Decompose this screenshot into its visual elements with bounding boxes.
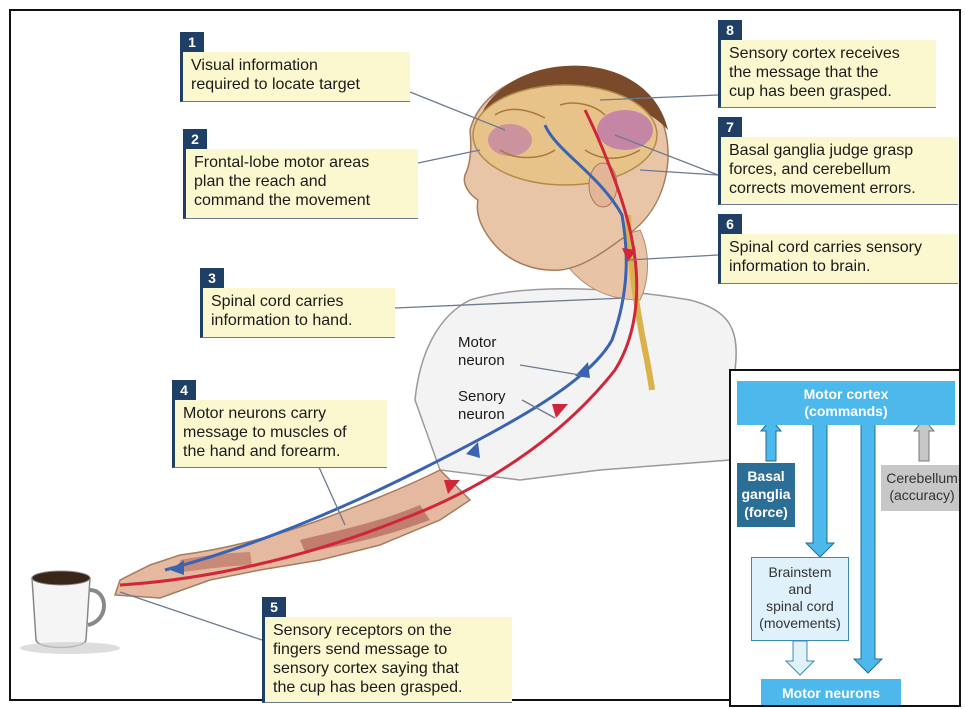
- brainstem-to-motor-neurons-arrow: [786, 641, 814, 675]
- callout-text: Basal ganglia judge grasp forces, and ce…: [718, 137, 958, 205]
- motor-control-flowchart: Motor cortex (commands) Basal ganglia (f…: [729, 369, 961, 707]
- cerebellum-arrow: [914, 419, 934, 461]
- callout-text: Frontal-lobe motor areas plan the reach …: [183, 149, 418, 219]
- callout-text: Spinal cord carries information to hand.: [200, 288, 395, 338]
- callout-number: 7: [718, 117, 742, 137]
- callout-number: 8: [718, 20, 742, 40]
- motor-cortex-box: Motor cortex (commands): [737, 381, 955, 425]
- shirt: [415, 289, 736, 480]
- sensory-cortex-region: [597, 110, 653, 150]
- callout-text: Motor neurons carry message to muscles o…: [172, 400, 387, 468]
- visual-region: [488, 124, 532, 156]
- callout-number: 2: [183, 129, 207, 149]
- cup-shadow: [20, 642, 120, 654]
- callout-number: 6: [718, 214, 742, 234]
- brainstem-box: Brainstem and spinal cord (movements): [751, 557, 849, 641]
- callout-text: Sensory receptors on the fingers send me…: [262, 617, 512, 703]
- callout-text: Spinal cord carries sensory information …: [718, 234, 958, 284]
- callout-text: Visual information required to locate ta…: [180, 52, 410, 102]
- callout-number: 1: [180, 32, 204, 52]
- callout-text: Sensory cortex receives the message that…: [718, 40, 936, 108]
- basal-ganglia-box: Basal ganglia (force): [737, 463, 795, 527]
- callout-number: 4: [172, 380, 196, 400]
- arm: [115, 470, 470, 598]
- motor-neurons-box: Motor neurons: [761, 679, 901, 707]
- cerebellum-box: Cerebellum (accuracy): [881, 465, 961, 511]
- cup: [32, 578, 90, 648]
- cup-handle: [88, 590, 104, 625]
- cortex-to-motor-neurons-arrow: [854, 423, 882, 673]
- basal-ganglia-arrow: [761, 419, 781, 461]
- callout-number: 3: [200, 268, 224, 288]
- coffee: [32, 571, 90, 585]
- cortex-to-brainstem-arrow: [806, 423, 834, 557]
- sensory-neuron-label: Senory neuron: [458, 388, 506, 424]
- callout-number: 5: [262, 597, 286, 617]
- motor-neuron-label: Motor neuron: [458, 334, 505, 370]
